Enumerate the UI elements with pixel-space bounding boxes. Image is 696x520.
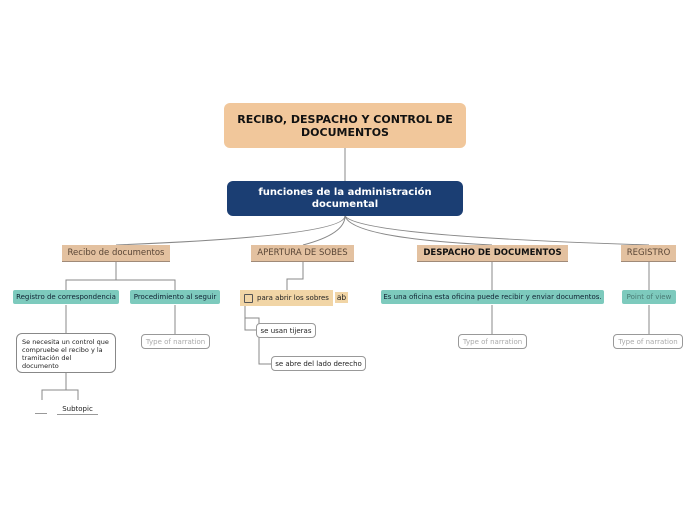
- empty-subtopic[interactable]: [35, 402, 47, 414]
- topic-para-abrir[interactable]: para abrir los sobres: [240, 290, 333, 306]
- category-recibo[interactable]: Recibo de documentos: [62, 245, 170, 262]
- main-topic[interactable]: funciones de la administración documenta…: [227, 181, 463, 216]
- topic-point-of-view[interactable]: Point of view: [622, 290, 676, 304]
- checkbox-icon[interactable]: [244, 293, 253, 303]
- category-despacho[interactable]: DESPACHO DE DOCUMENTOS: [417, 245, 568, 262]
- topic-procedimiento[interactable]: Procedimiento al seguir: [130, 290, 220, 304]
- topic-para-abrir-label: para abrir los sobres: [257, 294, 329, 302]
- topic-registro-correspondencia[interactable]: Registro de correspondencia: [13, 290, 119, 304]
- topic-type-narration-registro[interactable]: Type of narration: [613, 334, 683, 349]
- ab-badge: ab: [335, 292, 348, 303]
- note-control[interactable]: Se necesita un control que compruebe el …: [16, 333, 116, 373]
- topic-subtopic[interactable]: Subtopic: [57, 403, 98, 415]
- category-apertura[interactable]: APERTURA DE SOBES: [251, 245, 354, 262]
- category-registro[interactable]: REGISTRO: [621, 245, 676, 262]
- topic-type-narration-despacho[interactable]: Type of narration: [458, 334, 527, 349]
- root-topic[interactable]: RECIBO, DESPACHO Y CONTROL DE DOCUMENTOS: [224, 103, 466, 148]
- topic-type-narration-recibo[interactable]: Type of narration: [141, 334, 210, 349]
- topic-lado-derecho[interactable]: se abre del lado derecho: [271, 356, 366, 371]
- topic-oficina[interactable]: Es una oficina esta oficina puede recibi…: [381, 290, 604, 304]
- topic-tijeras[interactable]: se usan tijeras: [256, 323, 316, 338]
